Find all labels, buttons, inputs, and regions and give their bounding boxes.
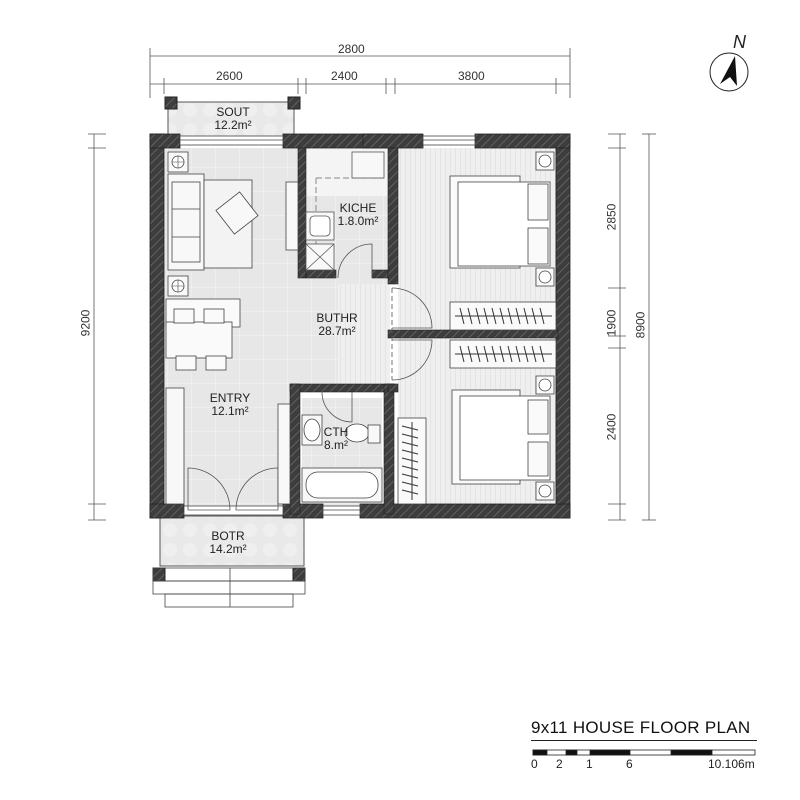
right-dimension-lines [608, 133, 656, 521]
porch-bottom [159, 515, 305, 567]
entry-cabinets [165, 387, 291, 505]
hallway-floor [338, 284, 390, 384]
bathroom-fixtures [301, 414, 383, 503]
porch-top [167, 101, 295, 139]
entry-double-door [187, 467, 279, 511]
dimension-left-overall: 9200 [78, 309, 93, 337]
scale-label-3: 6 [626, 757, 633, 771]
dimension-right-segment-2: 1900 [604, 309, 619, 337]
exterior-walls [149, 133, 571, 519]
interior-walls [289, 147, 559, 515]
scale-label-2: 1 [586, 757, 593, 771]
dimension-segment-3: 3800 [458, 69, 485, 83]
dimension-segment-2: 2400 [331, 69, 358, 83]
dimension-right-overall: 8900 [633, 311, 648, 339]
north-label: N [733, 32, 746, 52]
wardrobe-hangers [455, 307, 552, 363]
scale-label-0: 0 [531, 757, 538, 771]
scale-label-1: 2 [556, 757, 563, 771]
left-dimension-line [88, 133, 106, 521]
scale-label-4: 10.106m [708, 757, 755, 771]
dimension-right-segment-1: 2850 [604, 203, 619, 231]
living-furniture [167, 151, 299, 297]
plan-title: 9x11 HOUSE FLOOR PLAN [531, 718, 751, 737]
scale-bar [532, 749, 756, 756]
entry-steps [152, 567, 306, 608]
north-arrow-icon [709, 52, 749, 92]
windows [179, 135, 476, 516]
top-dimension-lines [149, 48, 571, 98]
dimension-segment-1: 2600 [216, 69, 243, 83]
dining-table [165, 298, 241, 371]
dimension-overall-width: 2800 [338, 42, 365, 56]
bedroom-doors [391, 287, 433, 381]
title-underline [531, 740, 757, 741]
dimension-right-segment-3: 2400 [604, 413, 619, 441]
bedroom-2-furniture [397, 375, 555, 505]
